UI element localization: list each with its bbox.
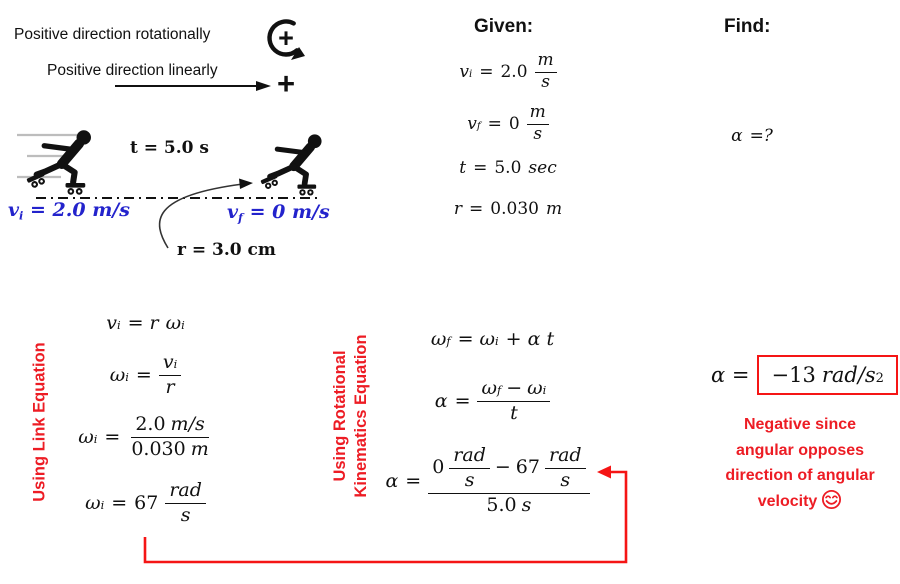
find-alpha: α =? [731,126,773,146]
answer-note: Negative since angular opposes direction… [690,412,900,514]
linear-arrow-icon [115,81,271,91]
note-line: Negative since [743,416,857,433]
subscript: i [93,432,98,447]
subscript: i [181,318,185,332]
superscript: 2 [875,371,884,386]
subscript: f [446,334,451,348]
rotational-plus-sign: + [278,22,294,53]
subscript: i [100,498,105,513]
kinematics-label-line1: Using Rotational [331,350,349,482]
subscript: f [476,121,481,133]
subscript: i [468,69,473,81]
radius-label: r = 3.0 cm [177,240,276,260]
linear-plus-sign: + [276,65,296,101]
radius-callout-arrow [158,178,253,249]
find-heading: Find: [724,16,771,37]
subscript: f [496,383,502,397]
given-heading: Given: [474,16,534,37]
given-r: r = 0.030 m [453,199,563,219]
time-label: t = 5.0 s [130,138,209,158]
ground-line [36,197,318,199]
subscript: i [19,208,24,223]
note-line: direction of angular [725,467,875,484]
subscript: i [173,357,178,371]
skater-icon-initial [26,129,102,196]
rotational-direction-label: Positive direction rotationally [14,26,211,43]
subscript: i [125,370,129,385]
final-velocity-label: vf = 0 m/s [227,201,330,225]
initial-velocity-label: vi = 2.0 m/s [8,199,130,223]
given-t: t = 5.0 sec [459,158,557,178]
rotation-arrow-icon [267,19,305,60]
subscript: f [238,210,243,225]
note-line: angular opposes [735,441,865,459]
subscript: i [116,318,121,332]
note-line-last: velocity [690,489,900,515]
subscript: i [542,383,547,397]
linear-direction-label: Positive direction linearly [47,62,218,79]
kinematics-label-line2: Kinematics Equation [352,334,370,498]
smiley-icon [822,489,842,509]
skater-icon-final [260,133,332,197]
subscript: i [495,334,499,348]
